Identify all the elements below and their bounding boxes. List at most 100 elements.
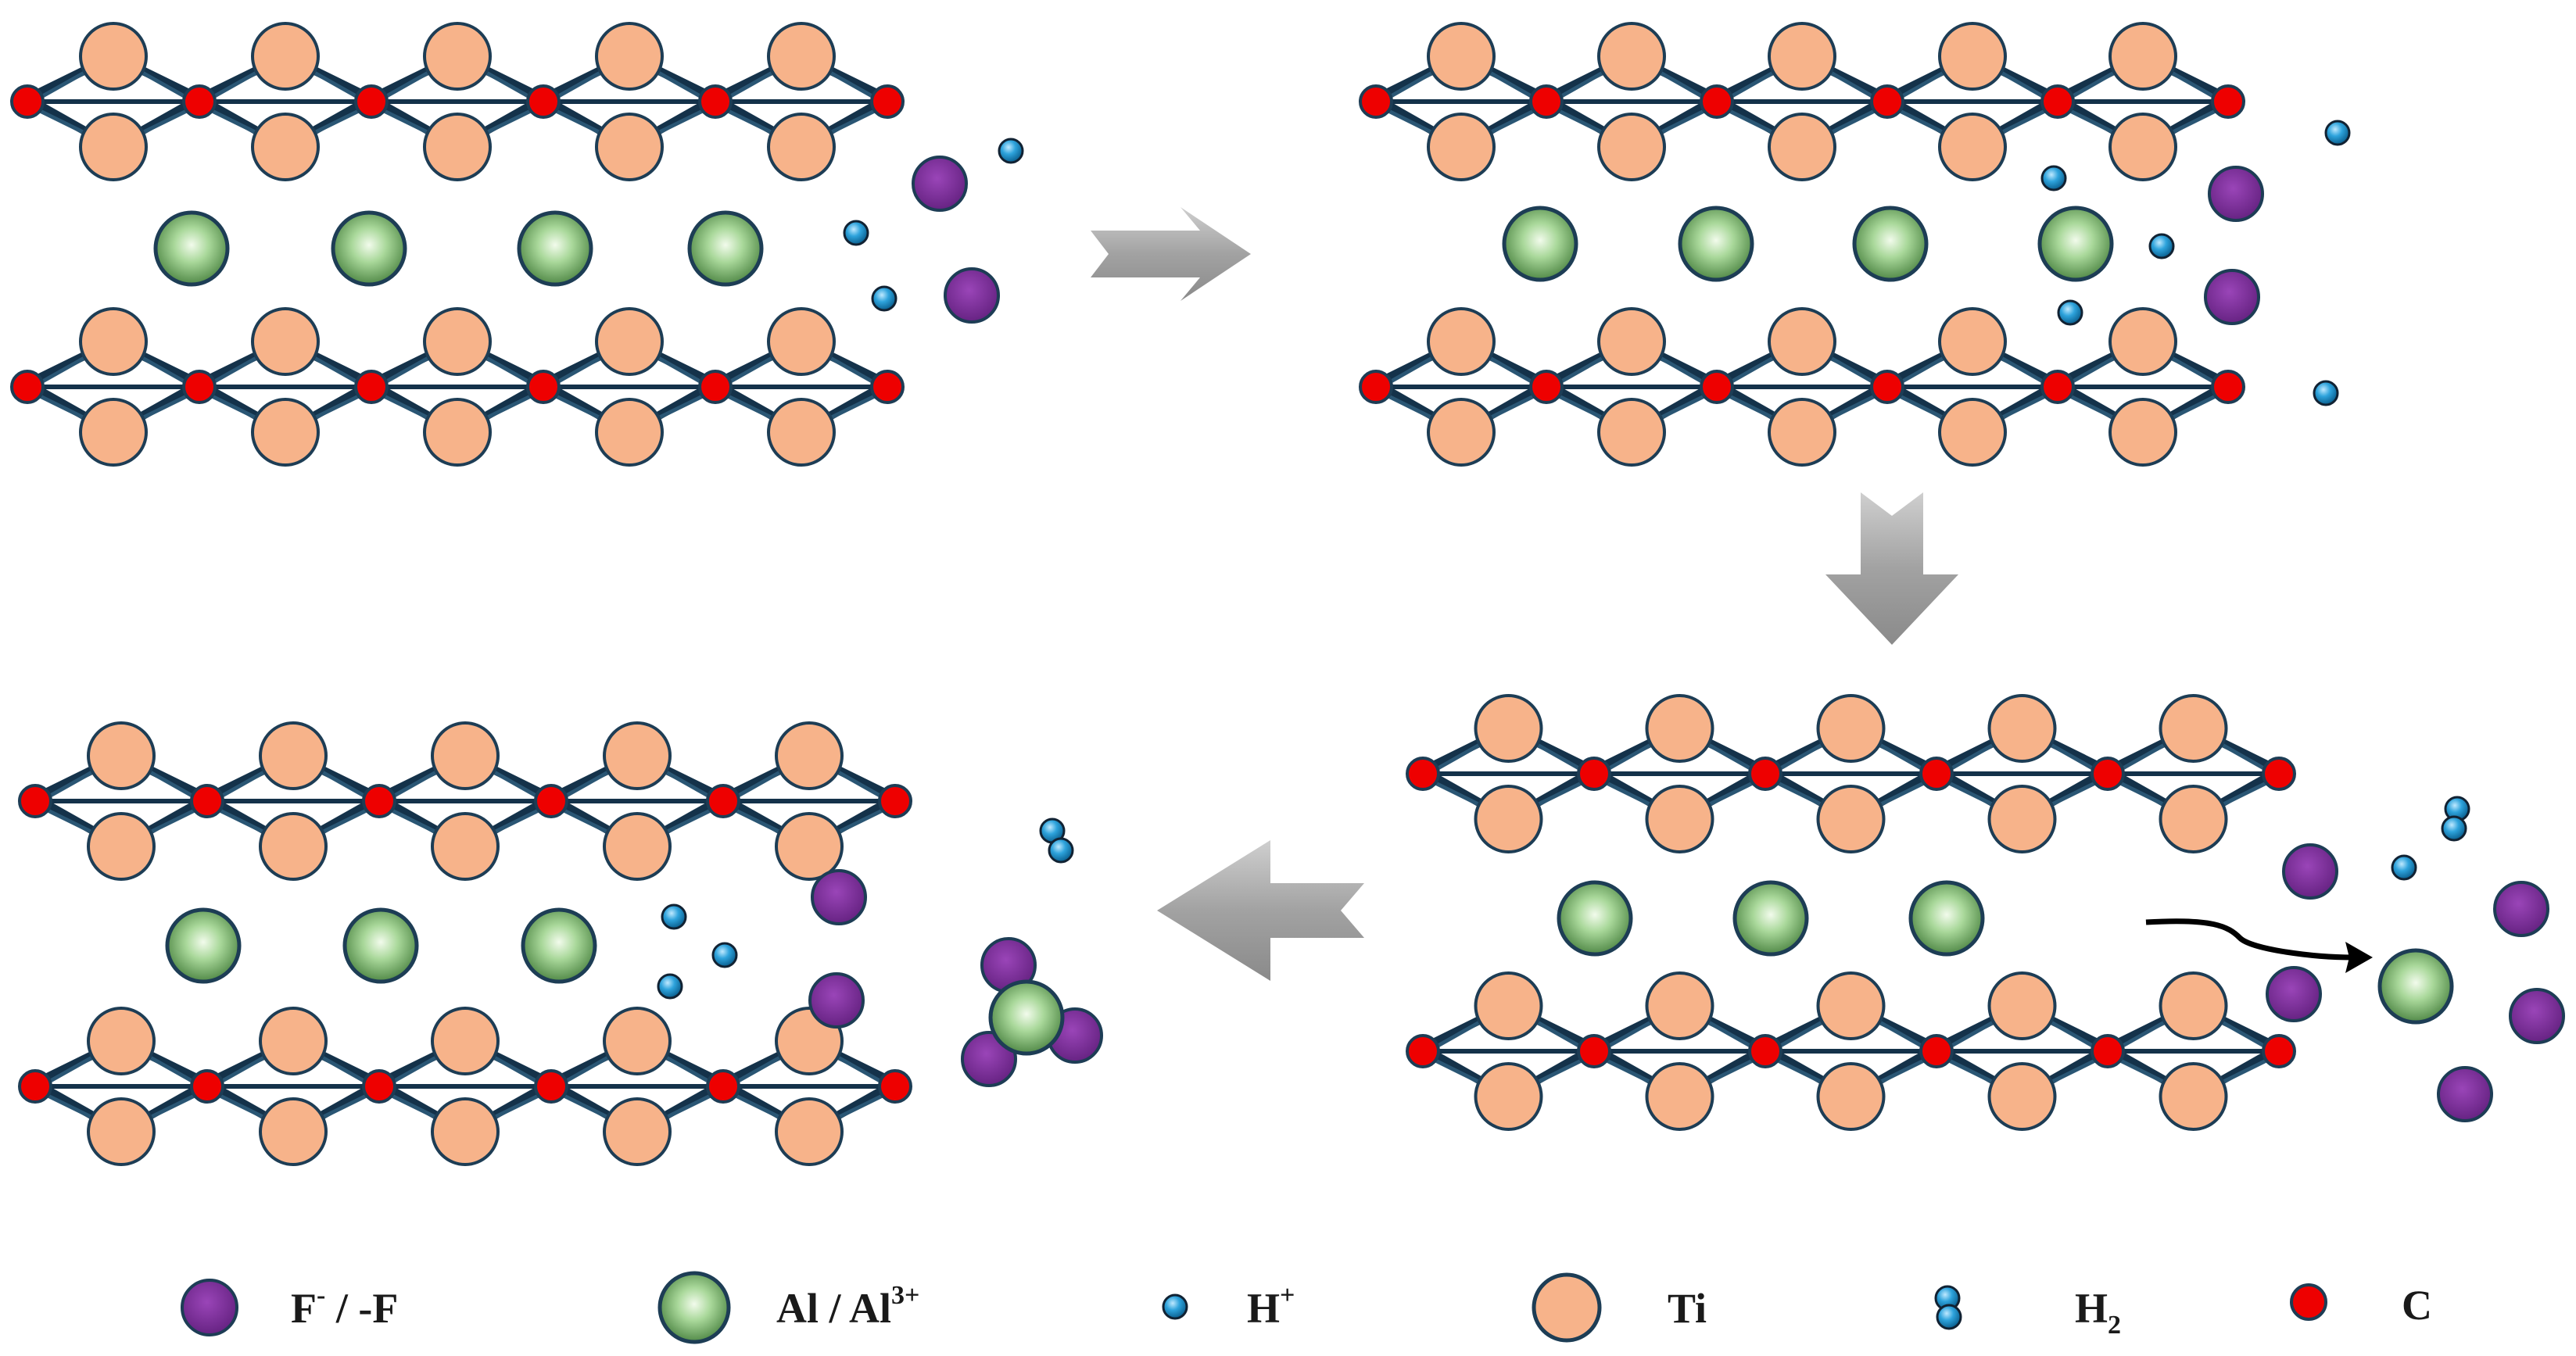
proton — [2040, 165, 2067, 191]
carbon-atom — [182, 370, 217, 404]
aluminum-atom — [517, 210, 593, 287]
ti-atom — [87, 721, 156, 790]
carbon-atom — [1406, 1034, 1440, 1068]
proton — [2441, 815, 2467, 842]
ti-atom — [1645, 971, 1714, 1040]
carbon-atom — [706, 784, 740, 818]
carbon-atom — [1700, 370, 1734, 404]
aluminum-atom — [687, 210, 764, 287]
ti-atom — [1427, 398, 1496, 467]
ti-atom — [259, 721, 328, 790]
carbon-atom — [1748, 1034, 1782, 1068]
aluminum-atom — [2037, 206, 2114, 282]
panel-3-al-extraction — [1406, 694, 2296, 1131]
carbon-atom — [534, 784, 568, 818]
ti-atom — [431, 812, 500, 881]
ti-atom — [2159, 971, 2228, 1040]
legend-item-aluminum: Al / Al3+ — [657, 1271, 919, 1344]
ti-atom — [2159, 785, 2228, 853]
ti-atom — [1938, 307, 2007, 376]
aluminum-atom — [521, 907, 597, 984]
ti-atom — [767, 22, 836, 91]
carbon-atom — [878, 1069, 912, 1104]
carbon-atom — [870, 370, 905, 404]
carbon-atom — [526, 84, 561, 119]
ti-atom — [1768, 398, 1836, 467]
ti-atom — [1645, 694, 1714, 763]
ti-atom — [1474, 971, 1543, 1040]
free-atoms — [153, 120, 2565, 1122]
carbon-atom — [1359, 84, 1393, 119]
proton-icon — [1162, 1293, 1188, 1320]
legend-item-fluorine: F- / -F — [181, 1279, 398, 1336]
proton — [657, 973, 683, 1000]
arrow-down — [1825, 492, 1958, 645]
ti-atom — [259, 812, 328, 881]
legend-label-proton: H+ — [1247, 1281, 1295, 1332]
legend-label-titanium: Ti — [1668, 1285, 1707, 1332]
carbon-atom — [1748, 757, 1782, 791]
aluminum-atom — [2377, 948, 2454, 1025]
carbon-atom — [1406, 757, 1440, 791]
ti-atom — [1816, 785, 1886, 853]
ti-atom — [423, 22, 492, 91]
carbon-atom — [870, 84, 905, 119]
ti-atom — [595, 307, 664, 376]
ti-atom — [251, 307, 320, 376]
mxene-layer — [10, 307, 905, 467]
ti-atom — [775, 721, 844, 790]
ti-atom — [1816, 694, 1886, 763]
ti-atom — [595, 22, 664, 91]
legend: F- / -F Al / Al3+ H+ Ti — [181, 1271, 2432, 1344]
proton — [661, 903, 687, 930]
ti-atom — [595, 113, 664, 181]
carbon-atom — [10, 370, 45, 404]
mxene-layer — [1406, 694, 2296, 853]
ti-atom — [603, 1097, 672, 1166]
ti-atom — [1474, 785, 1543, 853]
ti-atom — [259, 1007, 328, 1075]
ti-atom — [79, 307, 148, 376]
carbon-atom — [526, 370, 561, 404]
arrow-left — [1157, 840, 1364, 981]
ti-atom — [1597, 22, 1666, 91]
carbon-atom — [1529, 370, 1564, 404]
carbon-atom — [10, 84, 45, 119]
mxene-layer — [18, 721, 912, 881]
carbon-atom — [2040, 370, 2075, 404]
aluminum-atom — [1557, 880, 1633, 957]
aluminum-atom — [165, 907, 242, 984]
carbon-atom — [362, 1069, 396, 1104]
fluorine-atom — [2208, 166, 2264, 222]
carbon-atom — [2211, 370, 2245, 404]
titanium-icon — [1532, 1272, 1602, 1343]
fluorine-atom — [2437, 1066, 2493, 1122]
carbon-atom — [18, 784, 52, 818]
ti-atom — [1597, 307, 1666, 376]
legend-item-proton: H+ — [1162, 1281, 1295, 1332]
carbon-atom — [1919, 1034, 1954, 1068]
proton — [871, 285, 897, 312]
ti-atom — [423, 398, 492, 467]
ti-atom — [1768, 307, 1836, 376]
ti-atom — [1427, 113, 1496, 181]
ti-atom — [775, 812, 844, 881]
legend-label-fluorine: F- / -F — [291, 1281, 398, 1332]
aluminum-atom — [153, 210, 230, 287]
fluorine-icon — [181, 1279, 238, 1336]
carbon-atom — [354, 84, 389, 119]
ti-atom — [431, 1097, 500, 1166]
mxene-layer — [18, 1007, 912, 1166]
ti-atom — [775, 1097, 844, 1166]
aluminum-atom — [1908, 880, 1985, 957]
carbon-atom — [1359, 370, 1393, 404]
proton — [2148, 233, 2175, 259]
legend-label-hydrogen-molecule: H2 — [2075, 1285, 2121, 1340]
ti-atom — [1427, 22, 1496, 91]
proton — [711, 942, 738, 968]
ti-atom — [767, 307, 836, 376]
ti-atom — [1474, 694, 1543, 763]
carbon-atom — [354, 370, 389, 404]
aluminum-atom — [331, 210, 407, 287]
ti-atom — [603, 721, 672, 790]
